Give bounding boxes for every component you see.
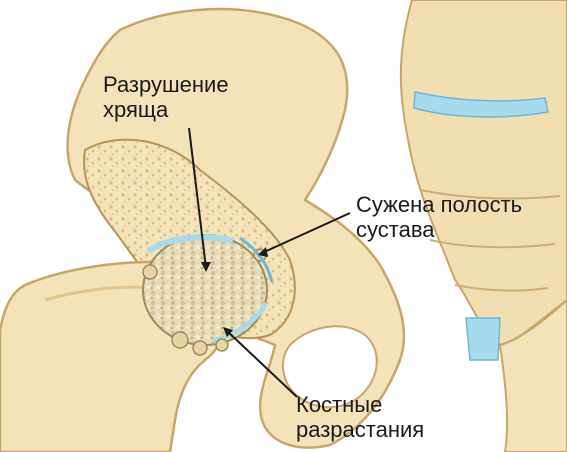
label-line: Костные [296,392,424,417]
label-narrowed-joint-space: Сужена полость сустава [356,192,522,242]
coccyx-disc [466,318,500,360]
label-line: сустава [356,217,522,242]
label-line: Сужена полость [356,192,522,217]
label-bone-growths: Костные разрастания [296,392,424,442]
label-cartilage-destruction: Разрушение хряща [103,72,229,122]
label-line: разрастания [296,417,424,442]
femur-illustration [0,235,272,452]
label-line: хряща [103,97,229,122]
label-line: Разрушение [103,72,229,97]
